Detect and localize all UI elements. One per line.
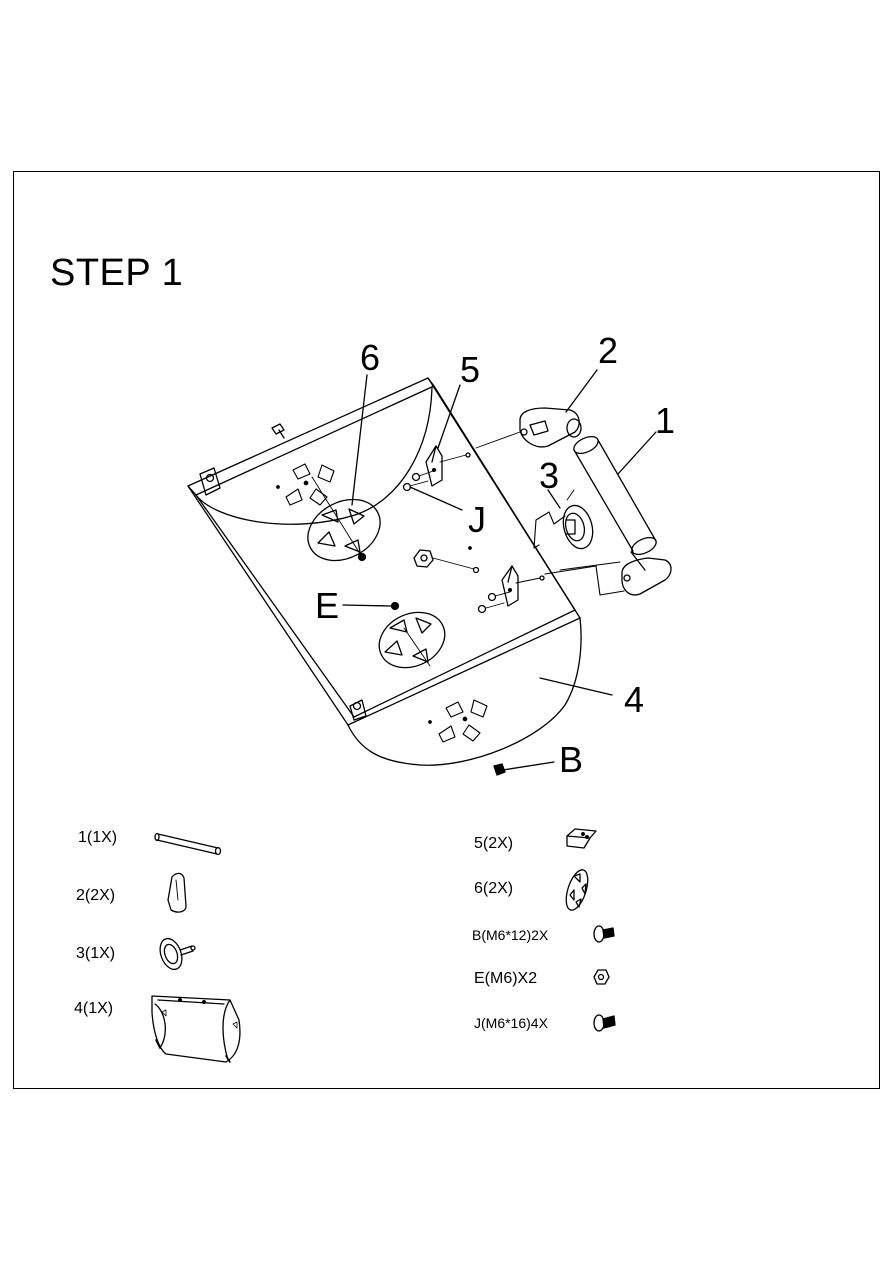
nut-e-dot [390, 601, 400, 611]
end-cap-icon [167, 872, 187, 913]
end-cap-2-upper-drawing [475, 407, 582, 449]
bolt-icon-j [593, 1014, 616, 1032]
bolt-b-drawing [493, 763, 506, 776]
callout-e: E [315, 585, 340, 626]
bracket-5-lower-drawing [477, 565, 545, 614]
part-label-e: E(M6)X2 [474, 970, 538, 987]
part-label-5: 5(2X) [474, 835, 514, 852]
callout-b: B [559, 739, 584, 780]
leader-6 [351, 374, 368, 506]
disc-icon [565, 869, 589, 911]
part-label-3: 3(1X) [76, 945, 116, 962]
zigzag-arrows-drawing [533, 511, 625, 596]
tube-1-drawing [573, 435, 657, 571]
step-frame [13, 171, 880, 1089]
callout-5: 5 [460, 349, 481, 390]
part-label-j: J(M6*16)4X [474, 1015, 548, 1031]
knob-icon [159, 937, 196, 971]
part-label-1: 1(1X) [78, 829, 118, 846]
knob-3-drawing [562, 489, 594, 550]
leader-4 [539, 677, 613, 696]
bracket-icon [566, 828, 597, 849]
bracket-5-upper-drawing [402, 445, 471, 492]
end-cap-2-lower-drawing [559, 557, 672, 596]
part-label-4: 4(1X) [74, 1000, 114, 1017]
center-nut-drawing [413, 546, 480, 574]
leader-5 [437, 384, 461, 449]
tube-icon [154, 832, 222, 856]
step-title: STEP 1 [50, 252, 184, 294]
callout-6: 6 [360, 337, 381, 378]
callout-1: 1 [655, 400, 676, 441]
leader-j [409, 486, 463, 511]
callout-2: 2 [598, 330, 619, 371]
vent-pattern-front [428, 699, 488, 743]
bolt-icon-b [593, 925, 615, 943]
callout-4: 4 [624, 679, 645, 720]
disc-6-lower-drawing [378, 611, 446, 669]
leader-1 [617, 431, 657, 475]
nut-icon [593, 969, 610, 985]
leader-3 [547, 489, 561, 509]
part-label-6: 6(2X) [474, 880, 514, 897]
leader-b [502, 761, 555, 771]
callout-j: J [468, 499, 486, 540]
leader-e [342, 604, 392, 607]
leader-2 [565, 369, 598, 413]
disc-6-upper-drawing [307, 476, 381, 562]
seat-panel-icon [151, 995, 241, 1063]
part-label-b: B(M6*12)2X [472, 927, 549, 943]
callout-3: 3 [539, 455, 560, 496]
part-label-2: 2(2X) [76, 887, 116, 904]
top-bolt-drawing [271, 423, 285, 439]
